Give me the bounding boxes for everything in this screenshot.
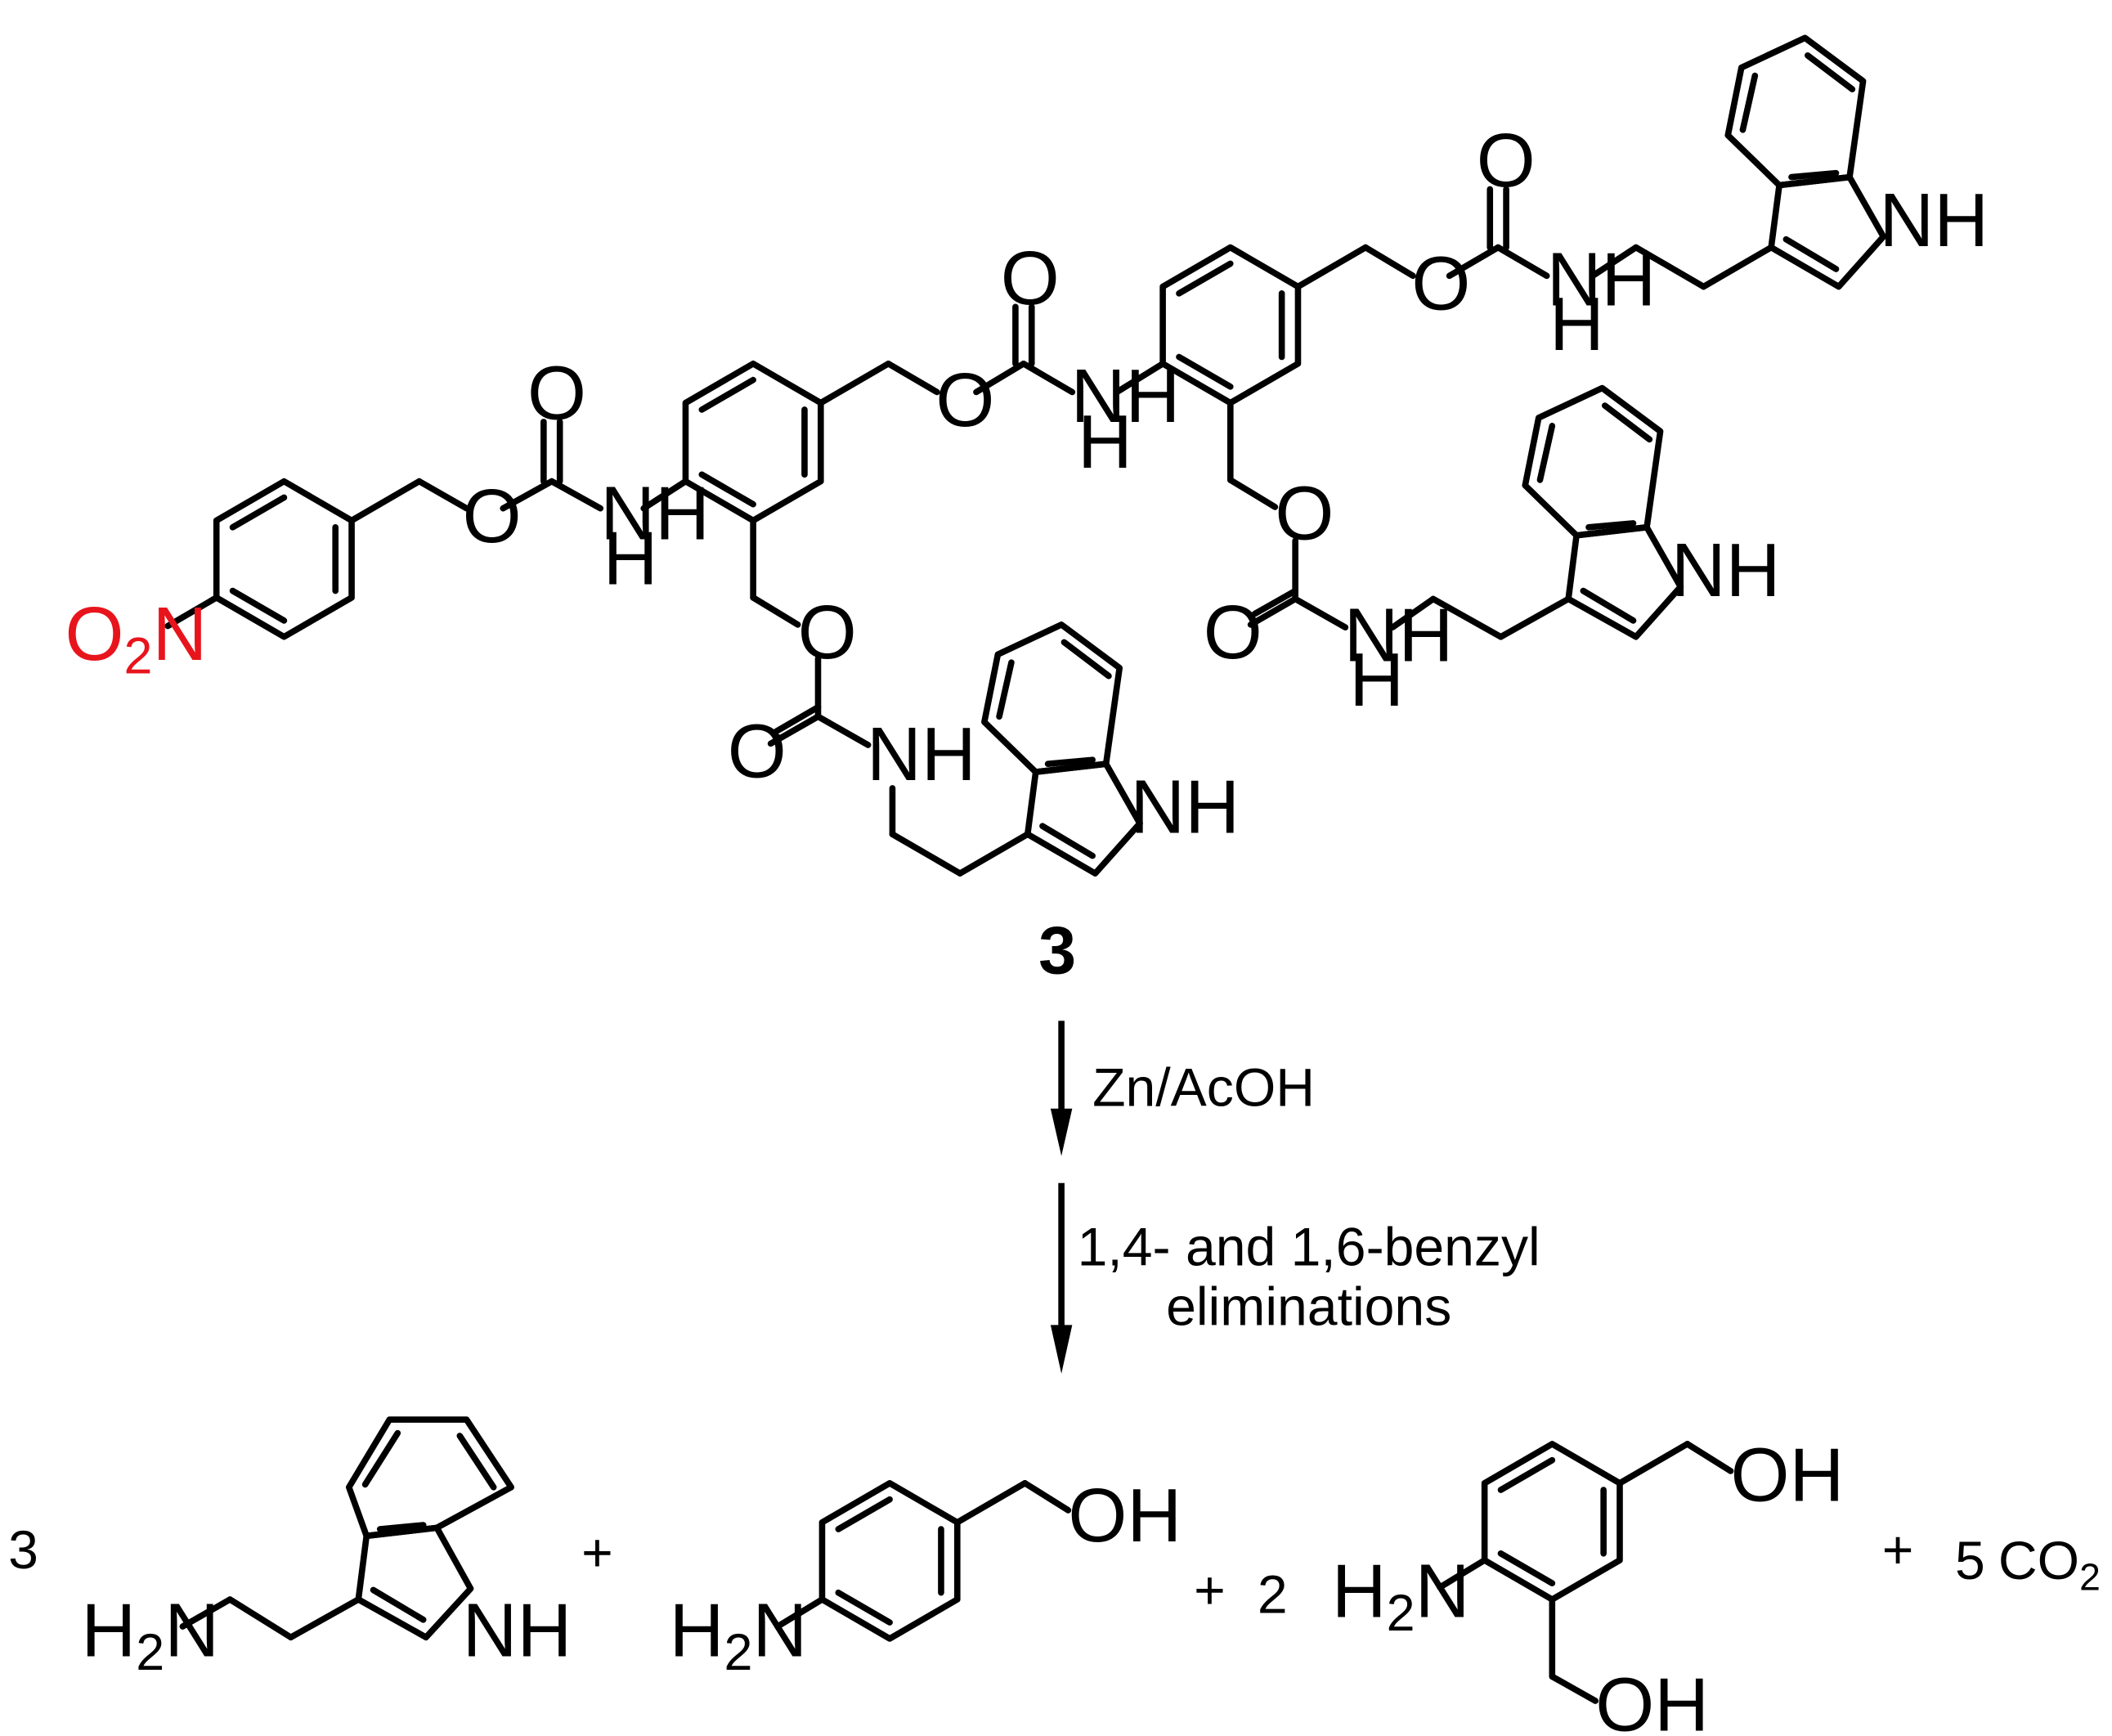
atom-label-h: H: [1349, 637, 1404, 722]
atom-label-o: O: [1204, 590, 1262, 675]
atom-label-o: O: [1477, 118, 1536, 203]
atom-label-nh: NH: [1344, 593, 1454, 678]
nitrobenzyl-group: [164, 419, 604, 640]
product-aminobenzyl-alcohol: [774, 1480, 1072, 1642]
benzene-ring-b: [1114, 186, 1774, 510]
plus-sign: +: [1194, 1561, 1226, 1622]
amine-label: H2N: [81, 1587, 219, 1681]
atom-label-nh: NH: [463, 1587, 572, 1672]
tryptamine-arm-2: [1247, 384, 1684, 640]
atom-label-o: O: [527, 351, 586, 436]
atom-label-nh: NH: [867, 711, 976, 796]
product-aminobenzenedimethanol: [1437, 1441, 1734, 1704]
atom-label-oh: OH: [1068, 1473, 1182, 1558]
atom-label-o: O: [728, 709, 787, 794]
atom-label-o: O: [463, 473, 522, 558]
product-tryptamine: [179, 1416, 514, 1641]
compound-number: 3: [1038, 912, 1076, 988]
atom-label-oh: OH: [1731, 1432, 1845, 1517]
nitro-group-label: O2N: [65, 591, 208, 685]
atom-label-h: H: [1549, 281, 1604, 366]
coefficient-co2: 5: [1955, 1531, 1985, 1591]
plus-sign: +: [581, 1523, 613, 1583]
atom-label-o: O: [1001, 236, 1060, 321]
plus-sign: +: [1882, 1520, 1914, 1581]
reaction-arrow-2: [1050, 1182, 1073, 1374]
reagent-step2-line1: 1,4- and 1,6-benzyl: [1078, 1218, 1540, 1278]
atom-label-h: H: [603, 515, 658, 600]
benzene-ring-a: [640, 303, 1076, 628]
atom-label-nh: NH: [1130, 765, 1240, 850]
atom-label-nh: NH: [1547, 237, 1657, 322]
amine-label: H2N: [1332, 1548, 1470, 1642]
reagent-step1: Zn/AcOH: [1092, 1058, 1315, 1119]
amine-label: H2N: [670, 1587, 808, 1681]
atom-label-o: O: [935, 357, 994, 442]
atom-label-oh: OH: [1595, 1662, 1709, 1736]
coefficient-diol: 2: [1258, 1565, 1288, 1626]
atom-label-o: O: [1411, 241, 1470, 326]
reaction-arrow-1: [1050, 1021, 1073, 1156]
indole-top-right: [1724, 34, 1887, 290]
atom-label-h: H: [1078, 399, 1132, 484]
atom-label-nh: NH: [1671, 527, 1781, 612]
atom-label-o: O: [798, 590, 857, 675]
atom-label-nh: NH: [1879, 177, 1989, 262]
co2-label: CO2: [1998, 1531, 2101, 1598]
reagent-step2-line2: eliminations: [1166, 1276, 1451, 1337]
atom-label-o: O: [1275, 471, 1334, 556]
coefficient-tryptamine: 3: [8, 1520, 38, 1581]
products-row: 3 H2N NH + H2N OH + 2: [8, 1416, 2101, 1736]
tryptamine-arm-1: [767, 621, 1143, 877]
starting-material-3: O2N O O NH H O O NH H: [65, 34, 1989, 988]
